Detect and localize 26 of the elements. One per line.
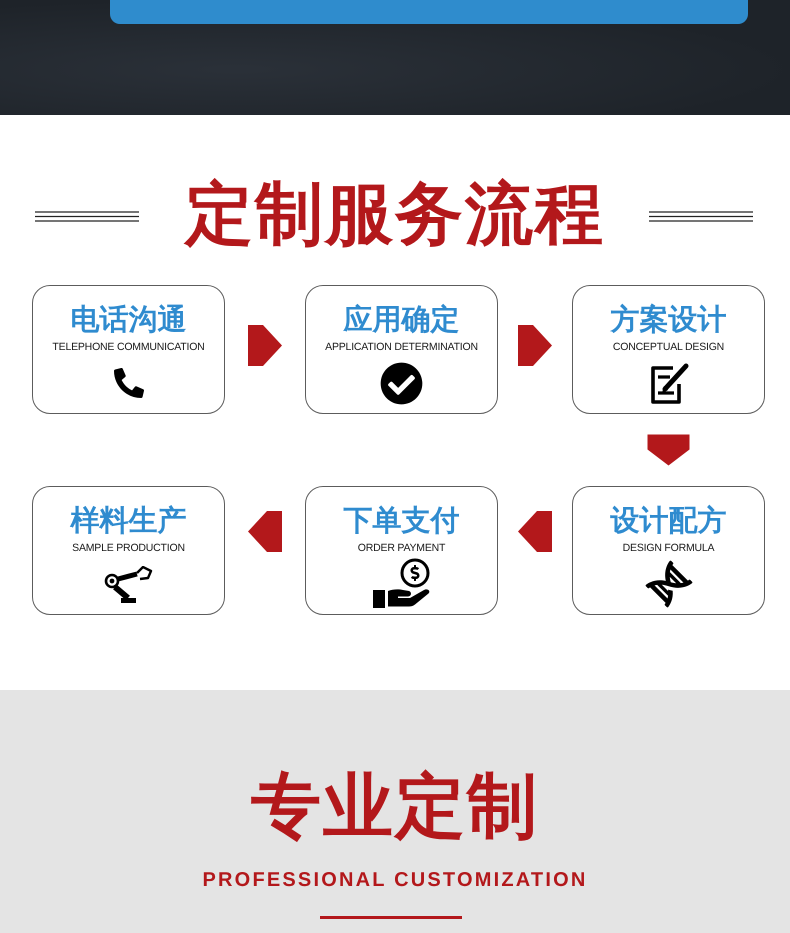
step-subtitle: DESIGN FORMULA bbox=[622, 542, 714, 554]
chevron-arrow bbox=[248, 511, 282, 552]
chevron-arrow bbox=[518, 511, 552, 552]
step-card bbox=[32, 285, 225, 414]
step-title: 方案设计 bbox=[610, 302, 726, 336]
step-subtitle: APPLICATION DETERMINATION bbox=[325, 341, 478, 353]
chevron-arrow bbox=[518, 325, 552, 366]
step-title: 下单支付 bbox=[344, 503, 460, 537]
step-subtitle: ORDER PAYMENT bbox=[358, 542, 446, 554]
step-subtitle: TELEPHONE COMMUNICATION bbox=[52, 341, 205, 353]
step-title: 设计配方 bbox=[610, 503, 726, 537]
step-card bbox=[305, 486, 498, 615]
step-subtitle: SAMPLE PRODUCTION bbox=[72, 542, 185, 554]
step-subtitle: CONCEPTUAL DESIGN bbox=[612, 341, 724, 353]
section-subheading: PROFESSIONAL CUSTOMIZATION bbox=[202, 868, 588, 892]
step-title: 应用确定 bbox=[344, 302, 460, 336]
step-card bbox=[572, 285, 765, 414]
step-title: 电话沟通 bbox=[70, 302, 186, 336]
step-card bbox=[32, 486, 225, 615]
section-title: 定制服务流程 bbox=[185, 176, 605, 254]
step-title: 样料生产 bbox=[70, 503, 186, 537]
section-heading: 专业定制 bbox=[251, 766, 539, 846]
step-card bbox=[572, 486, 765, 615]
step-card bbox=[305, 285, 498, 414]
chevron-arrow bbox=[248, 325, 282, 366]
chevron-arrow bbox=[648, 434, 690, 466]
